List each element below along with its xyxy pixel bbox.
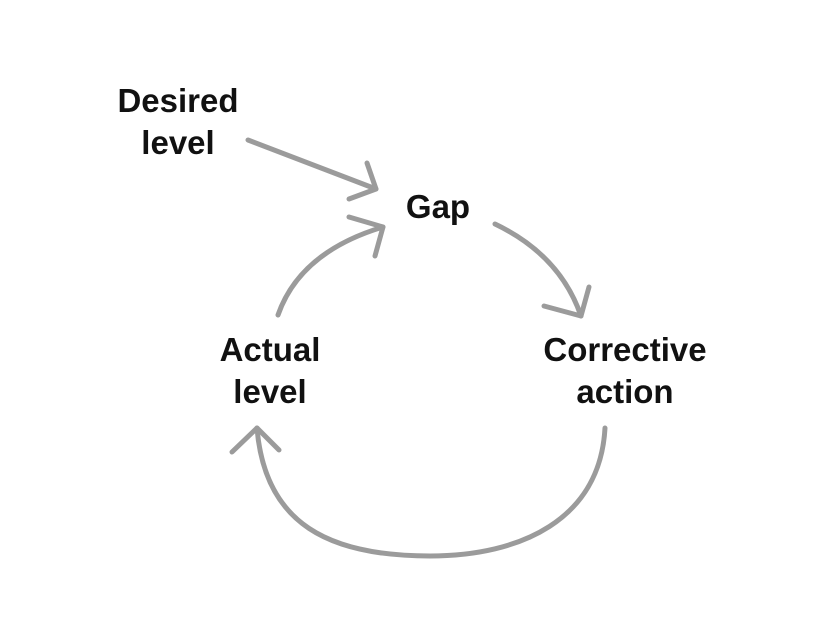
arrow-gap-to-corrective-head	[541, 284, 592, 319]
node-corrective-action-line2: action	[576, 373, 674, 410]
node-corrective-action: Corrective action	[525, 329, 725, 413]
arrow-corrective-to-actual-shaft	[254, 425, 608, 559]
arrow-desired-to-gap-shaft	[245, 137, 379, 192]
arrow-gap-to-corrective-shaft	[492, 221, 584, 319]
arrow-actual-to-gap	[275, 214, 386, 318]
arrow-desired-to-gap-head	[346, 160, 379, 202]
node-actual-level-line1: Actual	[219, 331, 321, 368]
node-desired-level-line1: Desired	[117, 82, 239, 119]
node-desired-level: Desired level	[98, 80, 258, 164]
node-gap: Gap	[388, 186, 488, 228]
node-desired-level-line2: level	[141, 124, 215, 161]
node-actual-level-line2: level	[233, 373, 307, 410]
node-actual-level: Actual level	[190, 329, 350, 413]
arrow-actual-to-gap-shaft	[275, 224, 386, 318]
arrow-desired-to-gap	[245, 137, 379, 202]
arrow-corrective-to-actual	[229, 425, 608, 559]
arrow-actual-to-gap-head	[346, 214, 386, 259]
node-gap-label: Gap	[405, 188, 471, 225]
arrow-corrective-to-actual-head	[229, 425, 282, 455]
arrow-gap-to-corrective	[492, 221, 592, 319]
node-corrective-action-line1: Corrective	[543, 331, 707, 368]
